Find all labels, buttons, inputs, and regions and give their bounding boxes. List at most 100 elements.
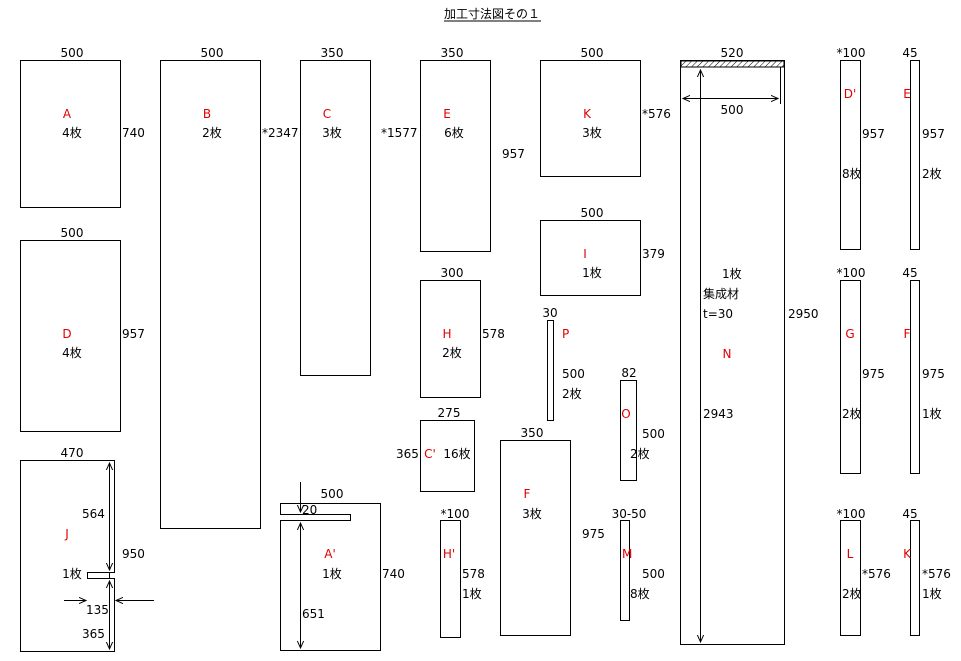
part-j-dim-135-value: 135 <box>86 603 109 617</box>
part-h-prime-label: H' <box>443 547 455 561</box>
part-g-qty: 2枚 <box>842 406 862 421</box>
part-o-label: O <box>621 407 630 421</box>
part-a-prime-qty: 1枚 <box>322 566 342 581</box>
part-f-narrow-label: F <box>904 327 911 341</box>
part-d-qty: 4枚 <box>62 345 82 360</box>
part-e-narrow-qty: 2枚 <box>922 166 942 181</box>
part-m-height: 500 <box>642 567 665 581</box>
part-c-prime-panel <box>420 420 475 492</box>
part-d-prime-qty: 8枚 <box>842 166 862 181</box>
part-g: *100 G 975 2枚 <box>837 266 885 474</box>
part-p-width: 30 <box>542 306 557 320</box>
part-m-panel <box>620 520 630 621</box>
part-l-panel <box>840 520 861 636</box>
part-e-narrow-width: 45 <box>902 46 917 60</box>
part-j-label: J <box>64 527 69 541</box>
part-f-label: F <box>524 487 531 501</box>
part-d-prime-label: D' <box>844 87 857 101</box>
part-b-panel <box>160 60 261 529</box>
part-a-prime: 500 A' 1枚 740 20 651 <box>280 482 405 651</box>
part-a: 500 A 4枚 740 <box>20 46 145 208</box>
part-l-height: *576 <box>862 567 891 581</box>
part-a-label: A <box>63 107 72 121</box>
part-h-prime: *100 H' 578 1枚 <box>440 507 485 638</box>
part-l-label: L <box>847 547 854 561</box>
part-l: *100 L *576 2枚 <box>837 507 891 636</box>
part-a-prime-panel <box>280 503 381 651</box>
part-d-height: 957 <box>122 327 145 341</box>
part-i-panel <box>540 220 641 296</box>
part-e-width: 350 <box>441 46 464 60</box>
part-e: 350 E 6枚 957 <box>420 46 525 252</box>
part-c-height: *1577 <box>381 126 418 140</box>
part-n-hatch-strip <box>680 60 785 68</box>
part-p-height: 500 <box>562 367 585 381</box>
part-m: 30-50 M 500 8枚 <box>612 507 665 621</box>
part-c-qty: 3枚 <box>322 125 342 140</box>
part-h-prime-height: 578 <box>462 567 485 581</box>
part-k-narrow-width: 45 <box>902 507 917 521</box>
part-a-prime-height: 740 <box>382 567 405 581</box>
part-j-qty: 1枚 <box>62 566 82 581</box>
part-e-qty: 6枚 <box>444 125 464 140</box>
part-d: 500 D 4枚 957 <box>20 226 145 432</box>
part-p: 30 P 500 2枚 <box>542 306 585 421</box>
part-m-qty: 8枚 <box>630 586 650 601</box>
part-h-label: H <box>442 327 451 341</box>
part-f: 350 F 3枚 975 <box>500 426 605 636</box>
part-c-prime-height: 365 <box>396 447 419 461</box>
part-j-dim-365-value: 365 <box>82 627 105 641</box>
part-k-label: K <box>583 107 592 121</box>
part-m-width: 30-50 <box>612 507 647 521</box>
part-g-panel <box>840 280 861 474</box>
part-a-width: 500 <box>61 46 84 60</box>
part-k-narrow-label: K <box>903 547 912 561</box>
part-b-height: *2347 <box>262 126 299 140</box>
part-i-height: 379 <box>642 247 665 261</box>
part-m-label: M <box>622 547 632 561</box>
part-f-height: 975 <box>582 527 605 541</box>
part-a-panel <box>20 60 121 208</box>
part-b-width: 500 <box>201 46 224 60</box>
part-h-prime-qty: 1枚 <box>462 586 482 601</box>
part-n: 520 500 1枚 集成材 t=30 N 2943 2950 <box>680 46 819 645</box>
part-j-panel <box>20 460 115 652</box>
part-k: 500 K 3枚 *576 <box>540 46 671 177</box>
part-a-prime-dim-20-value: 20 <box>302 503 317 517</box>
part-h-prime-panel <box>440 520 461 638</box>
part-f-narrow-height: 975 <box>922 367 945 381</box>
part-b: 500 B 2枚 *2347 <box>160 46 299 529</box>
part-n-dim-500-value: 500 <box>721 103 744 117</box>
part-k-height: *576 <box>642 107 671 121</box>
part-c-label: C <box>323 107 331 121</box>
part-p-panel <box>547 320 554 421</box>
part-n-height: 2950 <box>788 307 819 321</box>
part-b-label: B <box>203 107 211 121</box>
part-e-label: E <box>443 107 451 121</box>
part-d-prime-panel <box>840 60 861 250</box>
part-h-prime-width: *100 <box>441 507 470 521</box>
page-title: 加工寸法図その１ <box>444 7 540 21</box>
part-d-prime-width: *100 <box>837 46 866 60</box>
part-h-qty: 2枚 <box>442 345 462 360</box>
part-j: 470 J 1枚 950 564 365 135 <box>20 446 154 652</box>
part-a-prime-label: A' <box>324 547 336 561</box>
part-k-panel <box>540 60 641 177</box>
part-b-qty: 2枚 <box>202 125 222 140</box>
part-f-panel <box>500 440 571 636</box>
part-d-prime: *100 D' 957 8枚 <box>837 46 885 250</box>
part-g-width: *100 <box>837 266 866 280</box>
part-o-width: 82 <box>621 366 636 380</box>
part-c-prime: 275 C' 16枚 365 <box>396 406 475 492</box>
part-k-narrow-panel <box>910 520 920 636</box>
part-i-label: I <box>583 247 587 261</box>
part-d-panel <box>20 240 121 432</box>
part-c: 350 C 3枚 *1577 <box>300 46 418 376</box>
part-f-width: 350 <box>521 426 544 440</box>
part-f-narrow: 45 F 975 1枚 <box>902 266 945 474</box>
part-i-qty: 1枚 <box>582 265 602 280</box>
part-o: 82 O 500 2枚 <box>620 366 665 481</box>
part-e-narrow: 45 E 957 2枚 <box>902 46 945 250</box>
part-k-narrow-height: *576 <box>922 567 951 581</box>
